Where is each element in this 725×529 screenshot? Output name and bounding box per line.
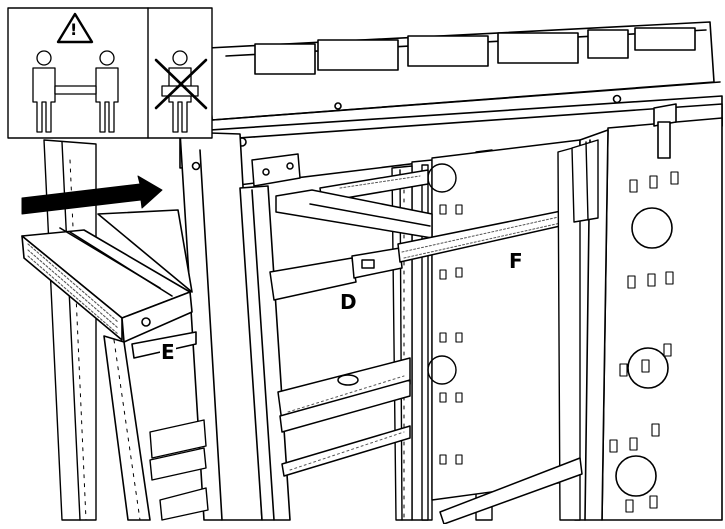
warning-exclamation: ! (70, 20, 78, 39)
slide-rail-assembly (251, 153, 579, 301)
warning-panel (7, 7, 213, 139)
rack-top-frame (179, 21, 723, 189)
insertion-arrow-icon (21, 175, 163, 215)
callout-e: E (160, 340, 176, 364)
vertical-rail-column (557, 139, 599, 521)
callout-d-text: D (339, 290, 358, 314)
right-side-panel (574, 103, 723, 521)
callout-f: F (508, 249, 524, 273)
callout-e-text: E (160, 340, 176, 364)
no-single-person-lift-icon (154, 50, 208, 133)
two-person-lift-icon (32, 50, 119, 133)
caution-triangle-icon (56, 12, 94, 44)
lower-cross-braces (277, 357, 583, 525)
callout-f-text: F (508, 249, 524, 273)
lower-left-braces (149, 419, 209, 521)
server-chassis (21, 209, 197, 521)
rear-rack-posts (411, 139, 581, 521)
callout-d: D (339, 290, 358, 314)
